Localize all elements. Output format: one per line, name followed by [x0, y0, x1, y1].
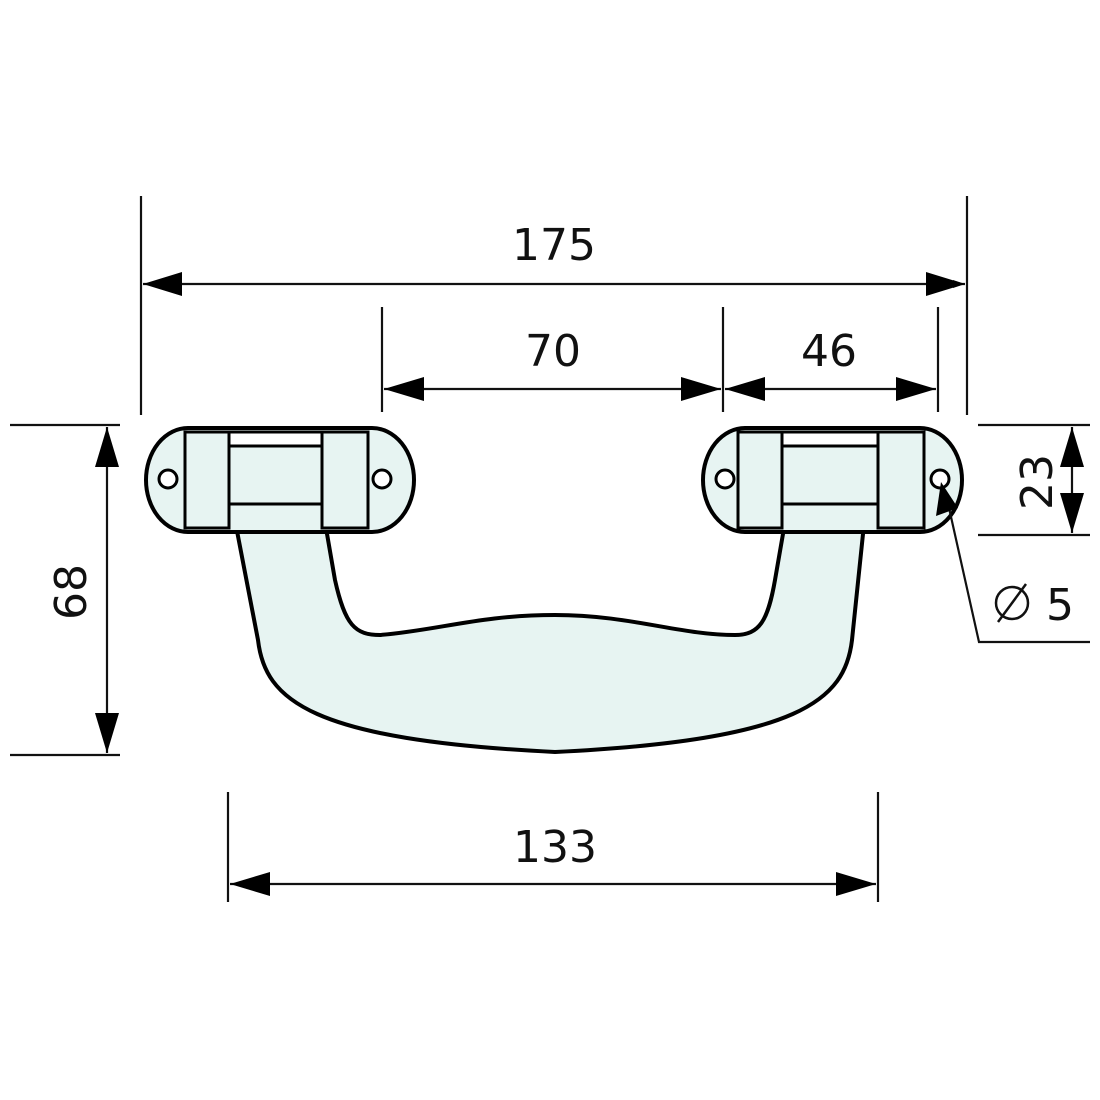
dimension-hole-diameter: 5 [936, 482, 1090, 644]
handle-grip [230, 503, 868, 754]
dimension-label-70: 70 [525, 326, 581, 377]
mounting-hole-icon [371, 468, 393, 490]
dimension-label-46: 46 [801, 326, 857, 377]
mounting-hole-icon [157, 468, 179, 490]
dimension-base-height: 23 [978, 423, 1090, 537]
dimension-grip-width: 133 [226, 792, 880, 902]
dimension-label-133: 133 [513, 822, 597, 873]
dimension-label-diameter: 5 [1046, 580, 1074, 631]
mounting-hole-icon [929, 468, 951, 490]
diameter-symbol-icon [994, 583, 1030, 623]
dimension-label-175: 175 [512, 220, 596, 271]
dimension-base-length: 46 [725, 307, 940, 412]
mounting-hole-icon [714, 468, 736, 490]
left-mounting-base [144, 426, 416, 534]
dimension-hole-to-base: 70 [380, 307, 725, 412]
dimension-label-68: 68 [46, 564, 97, 620]
dimension-overall-height: 68 [10, 423, 120, 757]
dimension-label-23: 23 [1012, 454, 1063, 510]
dimension-overall-width: 175 [139, 196, 969, 415]
right-mounting-base [701, 426, 964, 534]
